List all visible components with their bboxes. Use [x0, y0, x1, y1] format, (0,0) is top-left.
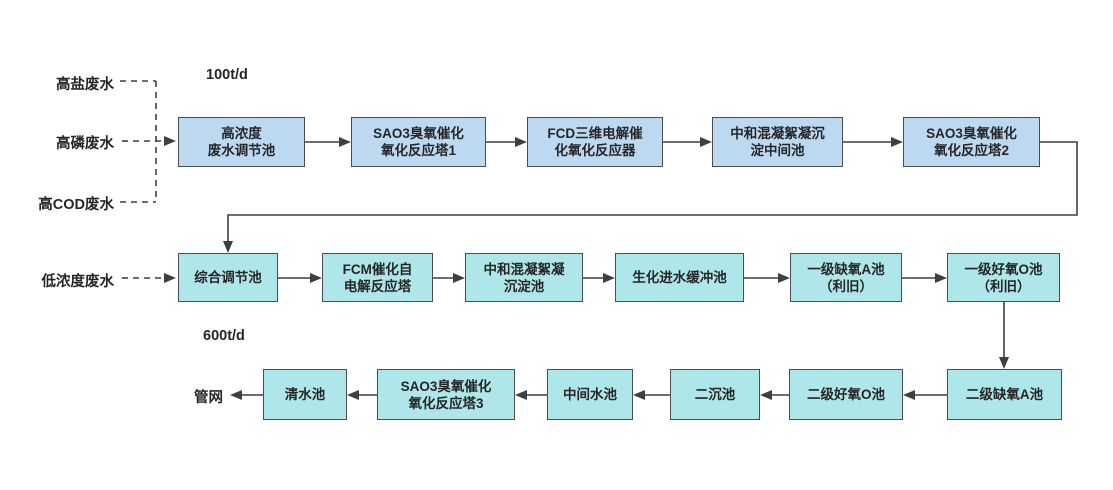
node-neutralize-coag-mid-tank: 中和混凝絮凝沉 淀中间池 — [712, 117, 843, 167]
node-middle-water-tank: 中间水池 — [547, 369, 633, 420]
node-sao3-ozone-tower-2: SAO3臭氧催化 氧化反应塔2 — [903, 117, 1040, 167]
node-bio-inlet-buffer-tank: 生化进水缓冲池 — [615, 253, 744, 302]
node-secondary-sediment-tank: 二沉池 — [670, 369, 760, 420]
node-fcd-electrolytic-reactor: FCD三维电解催 化氧化反应器 — [527, 117, 663, 167]
node-fcm-self-electrolysis-tower: FCM催化自 电解反应塔 — [322, 253, 433, 302]
node-stage2-aerobic-o-tank: 二级好氧O池 — [789, 369, 903, 420]
node-stage2-anoxic-a-tank: 二级缺氧A池 — [947, 369, 1062, 420]
node-stage1-aerobic-o-tank: 一级好氧O池 （利旧） — [947, 253, 1060, 302]
node-stage1-anoxic-a-tank: 一级缺氧A池 （利旧） — [790, 253, 902, 302]
label-high-salt-wastewater: 高盐废水 — [56, 77, 114, 93]
node-comprehensive-adjust-tank: 综合调节池 — [178, 253, 278, 302]
node-clean-water-tank: 清水池 — [263, 369, 347, 420]
label-flow-rate-100tpd: 100t/d — [206, 67, 248, 83]
label-high-phosphorus-wastewater: 高磷废水 — [56, 136, 114, 152]
node-high-conc-adjust-tank: 高浓度 废水调节池 — [178, 117, 305, 167]
label-pipe-network-outlet: 管网 — [194, 390, 223, 406]
node-sao3-ozone-tower-1: SAO3臭氧催化 氧化反应塔1 — [351, 117, 486, 167]
label-low-concentration-wastewater: 低浓度废水 — [41, 274, 115, 290]
label-high-cod-wastewater: 高COD废水 — [38, 197, 114, 213]
node-sao3-ozone-tower-3: SAO3臭氧催化 氧化反应塔3 — [377, 369, 515, 420]
label-flow-rate-600tpd: 600t/d — [203, 328, 245, 344]
node-neutralize-coag-sediment-tank: 中和混凝絮凝 沉淀池 — [465, 253, 583, 302]
